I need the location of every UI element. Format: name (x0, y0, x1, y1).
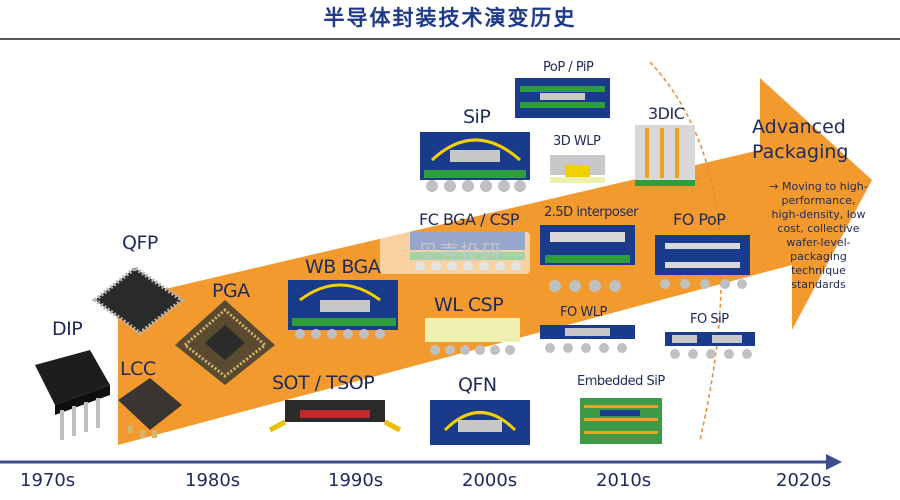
dip-chip (35, 350, 110, 440)
label-wb-bga: WB BGA (305, 256, 381, 278)
label-lcc: LCC (120, 358, 156, 380)
lcc-chip (118, 378, 182, 438)
decade-2000s: 2000s (462, 470, 518, 491)
3dic-package (635, 125, 695, 186)
fo-pop-package (655, 235, 750, 289)
arrow-dashed-arc (649, 61, 722, 441)
label-dip: DIP (52, 318, 83, 340)
label-3dic: 3DIC (648, 104, 685, 123)
label-fo-wlp: FO WLP (560, 305, 607, 320)
label-fo-sip: FO SiP (690, 312, 729, 327)
decade-1990s: 1990s (328, 470, 384, 491)
wb-bga-package (288, 280, 398, 339)
advanced-packaging-description: → Moving to high-performance, high-densi… (769, 180, 868, 291)
decade-2010s: 2010s (596, 470, 652, 491)
label-embedded-sip: Embedded SiP (577, 374, 665, 389)
label-qfn: QFN (458, 374, 497, 396)
label-sip: SiP (463, 106, 491, 128)
decade-1970s: 1970s (20, 470, 76, 491)
pop-pip-package (515, 78, 610, 118)
sot-tsop-package (268, 400, 402, 433)
fo-sip-package (665, 332, 755, 359)
interposer-25d-package (540, 225, 635, 292)
label-pga: PGA (212, 280, 250, 302)
watermark-box (380, 232, 530, 274)
label-qfp: QFP (122, 232, 158, 254)
qfp-chip (91, 265, 186, 336)
3d-wlp-package (550, 155, 605, 183)
embedded-sip-package (580, 398, 662, 444)
sip-package (420, 132, 530, 192)
decade-2020s: 2020s (776, 470, 832, 491)
label-fc-bga-csp: FC BGA / CSP (419, 210, 520, 229)
qfn-package (430, 400, 530, 445)
label-3d-wlp: 3D WLP (553, 134, 601, 149)
label-wl-csp: WL CSP (434, 294, 504, 316)
label-fo-pop: FO PoP (673, 210, 726, 229)
wl-csp-package (425, 318, 520, 355)
title-rule (0, 38, 900, 40)
timeline-arrowhead (826, 454, 842, 470)
fo-wlp-package (540, 325, 635, 353)
watermark-text: 贝壳投研 (418, 240, 502, 264)
label-sot-tsop: SOT / TSOP (272, 372, 375, 394)
page-title: 半导体封装技术演变历史 (323, 5, 577, 30)
label-interposer-25d: 2.5D interposer (544, 205, 638, 220)
decade-1980s: 1980s (185, 470, 241, 491)
advanced-title-line2: Packaging (752, 141, 849, 163)
pga-chip (175, 300, 275, 385)
label-pop-pip: PoP / PiP (543, 60, 594, 75)
advanced-packaging-title: Advanced Packaging (752, 115, 848, 165)
advanced-title-line1: Advanced (752, 116, 846, 138)
